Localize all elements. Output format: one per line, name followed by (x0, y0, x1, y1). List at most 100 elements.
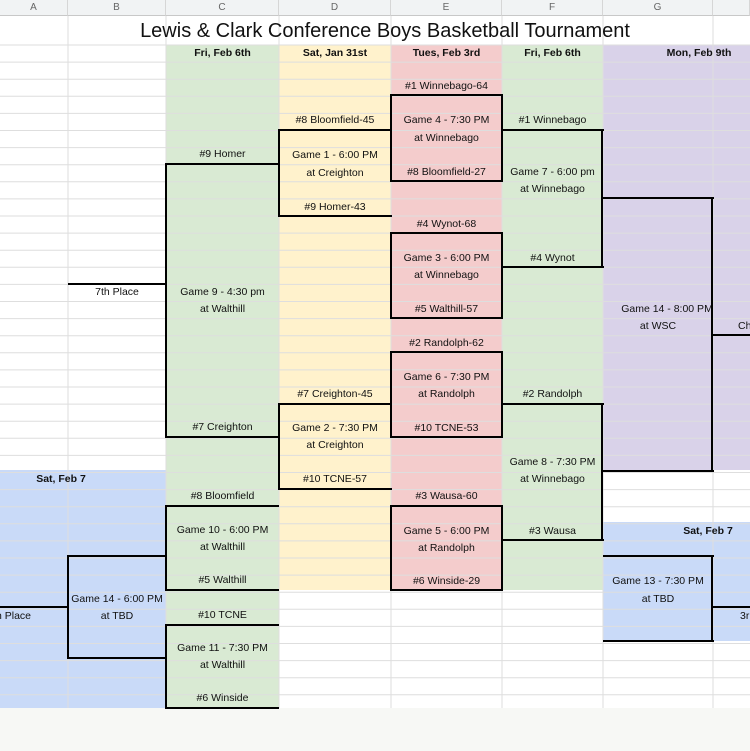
bracket-line (279, 215, 392, 217)
bracket-line (391, 436, 503, 438)
header-f[interactable]: Fri, Feb 6th (524, 47, 581, 59)
column-header-c[interactable]: C (166, 0, 279, 16)
header-c[interactable]: Fri, Feb 6th (194, 47, 251, 59)
header-g[interactable]: Mon, Feb 9th (666, 47, 732, 59)
bracket-line (501, 351, 503, 438)
bracket-line (166, 707, 279, 709)
cell-g-game13[interactable]: Game 13 - 7:30 PM (612, 575, 704, 587)
bracket-line (278, 403, 280, 490)
cell-g-cut2[interactable]: 3r (740, 610, 750, 622)
cell-f-winnebago[interactable]: #1 Winnebago (518, 114, 587, 126)
cell-b-game14-loc[interactable]: at TBD (100, 610, 134, 622)
bracket-line (391, 180, 503, 182)
cell-g-game14-loc[interactable]: at WSC (639, 320, 677, 332)
bracket-line (501, 94, 503, 182)
bracket-line (603, 197, 714, 199)
cell-c-homer[interactable]: #9 Homer (199, 148, 246, 160)
bracket-line (390, 351, 392, 438)
cell-e-game5[interactable]: Game 5 - 6:00 PM (403, 525, 490, 537)
cell-c-game10-loc[interactable]: at Walthill (199, 541, 246, 553)
header-ab-lower[interactable]: Sat, Feb 7 (36, 473, 86, 485)
bracket-line (502, 129, 604, 131)
cell-d-game1-loc[interactable]: at Creighton (306, 167, 364, 179)
bracket-line (391, 317, 503, 319)
ab-lower-fill (0, 470, 166, 708)
bracket-line (166, 163, 280, 165)
cell-e-game4[interactable]: Game 4 - 7:30 PM (403, 114, 490, 126)
cell-e-game3-loc[interactable]: at Winnebago (414, 269, 479, 281)
bracket-line (391, 232, 503, 234)
cell-7th-place[interactable]: 7th Place (95, 286, 139, 298)
cell-e-walthill[interactable]: #5 Walthill-57 (414, 303, 479, 315)
header-e[interactable]: Tues, Feb 3rd (412, 47, 481, 59)
cell-d-game2-loc[interactable]: at Creighton (306, 439, 364, 451)
cell-e-bloomfield[interactable]: #8 Bloomfield-27 (407, 166, 486, 178)
column-header-f[interactable]: F (502, 0, 603, 16)
cell-f-wynot[interactable]: #4 Wynot (530, 252, 575, 264)
cell-c-game9[interactable]: Game 9 - 4:30 pm (180, 286, 265, 298)
column-header-d[interactable]: D (279, 0, 391, 16)
bracket-line (165, 624, 167, 709)
bracket-line (390, 94, 392, 182)
bracket-line (711, 555, 713, 642)
cell-e-tcne[interactable]: #10 TCNE-53 (414, 422, 479, 434)
g-lower-fill (603, 522, 750, 641)
cell-e-game3[interactable]: Game 3 - 6:00 PM (403, 252, 490, 264)
bracket-line (165, 505, 167, 591)
cell-c-tcne[interactable]: #10 TCNE (198, 609, 247, 621)
bracket-line (166, 505, 279, 507)
cell-g-game14[interactable]: Game 14 - 8:00 PM (621, 303, 713, 315)
cell-e-game5-loc[interactable]: at Randolph (418, 542, 475, 554)
cell-c-game11-loc[interactable]: at Walthill (199, 659, 246, 671)
cell-f-wausa[interactable]: #3 Wausa (529, 525, 576, 537)
column-header-g[interactable]: G (603, 0, 713, 16)
bracket-line (278, 129, 280, 217)
bracket-line (502, 403, 604, 405)
column-header-h[interactable] (713, 0, 750, 16)
cell-e-game6[interactable]: Game 6 - 7:30 PM (403, 371, 490, 383)
cell-d-bloomfield[interactable]: #8 Bloomfield-45 (295, 114, 375, 126)
cell-c-winside[interactable]: #6 Winside (196, 692, 249, 704)
sheet-title: Lewis & Clark Conference Boys Basketball… (140, 20, 630, 42)
cell-c-game11[interactable]: Game 11 - 7:30 PM (177, 642, 268, 654)
cell-d-game1[interactable]: Game 1 - 6:00 PM (292, 149, 378, 161)
cell-g-game13-loc[interactable]: at TBD (641, 593, 675, 605)
cell-e-winside[interactable]: #6 Winside-29 (412, 575, 481, 587)
cell-c-walthill[interactable]: #5 Walthill (198, 574, 247, 586)
cell-f-game8[interactable]: Game 8 - 7:30 PM (509, 456, 596, 468)
cell-e-game6-loc[interactable]: at Randolph (418, 388, 475, 400)
cell-f-game7[interactable]: Game 7 - 6:00 pm (510, 166, 595, 178)
cell-f-game7-loc[interactable]: at Winnebago (520, 183, 585, 195)
bracket-line (0, 606, 68, 608)
column-header-e[interactable]: E (391, 0, 502, 16)
cell-c-creighton[interactable]: #7 Creighton (192, 421, 253, 433)
bracket-line (68, 657, 167, 659)
cell-d-homer[interactable]: #9 Homer-43 (304, 201, 366, 213)
cell-e-wausa[interactable]: #3 Wausa-60 (415, 490, 478, 502)
cell-e-wynot[interactable]: #4 Wynot-68 (416, 218, 477, 230)
bracket-line (68, 555, 167, 557)
cell-c-game10[interactable]: Game 10 - 6:00 PM (176, 524, 269, 536)
cell-c-bloomfield[interactable]: #8 Bloomfield (190, 490, 255, 502)
cell-f-randolph[interactable]: #2 Randolph (522, 388, 583, 400)
column-header-b[interactable]: B (68, 0, 166, 16)
cell-e-randolph[interactable]: #2 Randolph-62 (409, 337, 484, 349)
cell-d-game2[interactable]: Game 2 - 7:30 PM (292, 422, 378, 434)
bracket-line (390, 505, 392, 591)
cell-g-cut[interactable]: Ch (738, 320, 750, 332)
cell-place-cut[interactable]: h Place (0, 610, 32, 622)
bracket-line (501, 232, 503, 319)
cell-e-game4-loc[interactable]: at Winnebago (414, 132, 479, 144)
cell-c-game9-loc[interactable]: at Walthill (199, 303, 246, 315)
cell-d-tcne[interactable]: #10 TCNE-57 (302, 473, 367, 485)
bracket-line (67, 555, 69, 659)
header-g-lower[interactable]: Sat, Feb 7 (683, 525, 733, 537)
cell-b-game14[interactable]: Game 14 - 6:00 PM (71, 593, 163, 605)
cell-e-winnebago[interactable]: #1 Winnebago-64 (405, 80, 488, 92)
column-header-a[interactable]: A (0, 0, 68, 16)
bracket-line (603, 640, 714, 642)
cell-f-game8-loc[interactable]: at Winnebago (520, 473, 585, 485)
cell-d-creighton[interactable]: #7 Creighton-45 (297, 388, 373, 400)
header-d[interactable]: Sat, Jan 31st (302, 47, 368, 59)
